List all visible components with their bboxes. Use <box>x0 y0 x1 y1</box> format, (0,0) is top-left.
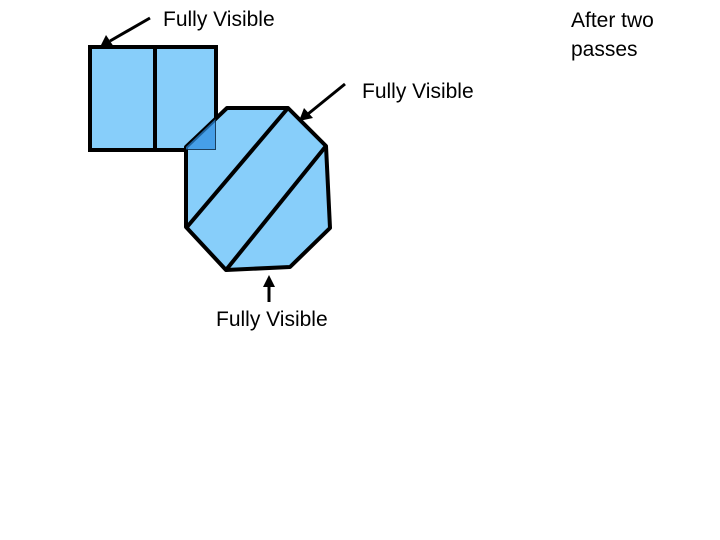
octagon-stripe-upper <box>185 106 290 229</box>
octagon-stripe-lower <box>224 144 328 272</box>
arrow-to-octagon-bottom <box>263 275 275 302</box>
octagon-shape <box>184 106 332 272</box>
pass-note-line2: passes <box>571 38 638 61</box>
arrow-to-octagon-top <box>299 82 346 121</box>
arrow-to-square <box>100 16 151 47</box>
pass-note: After two passes <box>571 6 711 64</box>
square-label: Fully Visible <box>163 8 275 31</box>
overlap-region <box>186 118 216 150</box>
octagon-bottom-label: Fully Visible <box>216 308 328 331</box>
pass-note-line1: After two <box>571 9 654 32</box>
octagon-top-label: Fully Visible <box>362 80 474 103</box>
